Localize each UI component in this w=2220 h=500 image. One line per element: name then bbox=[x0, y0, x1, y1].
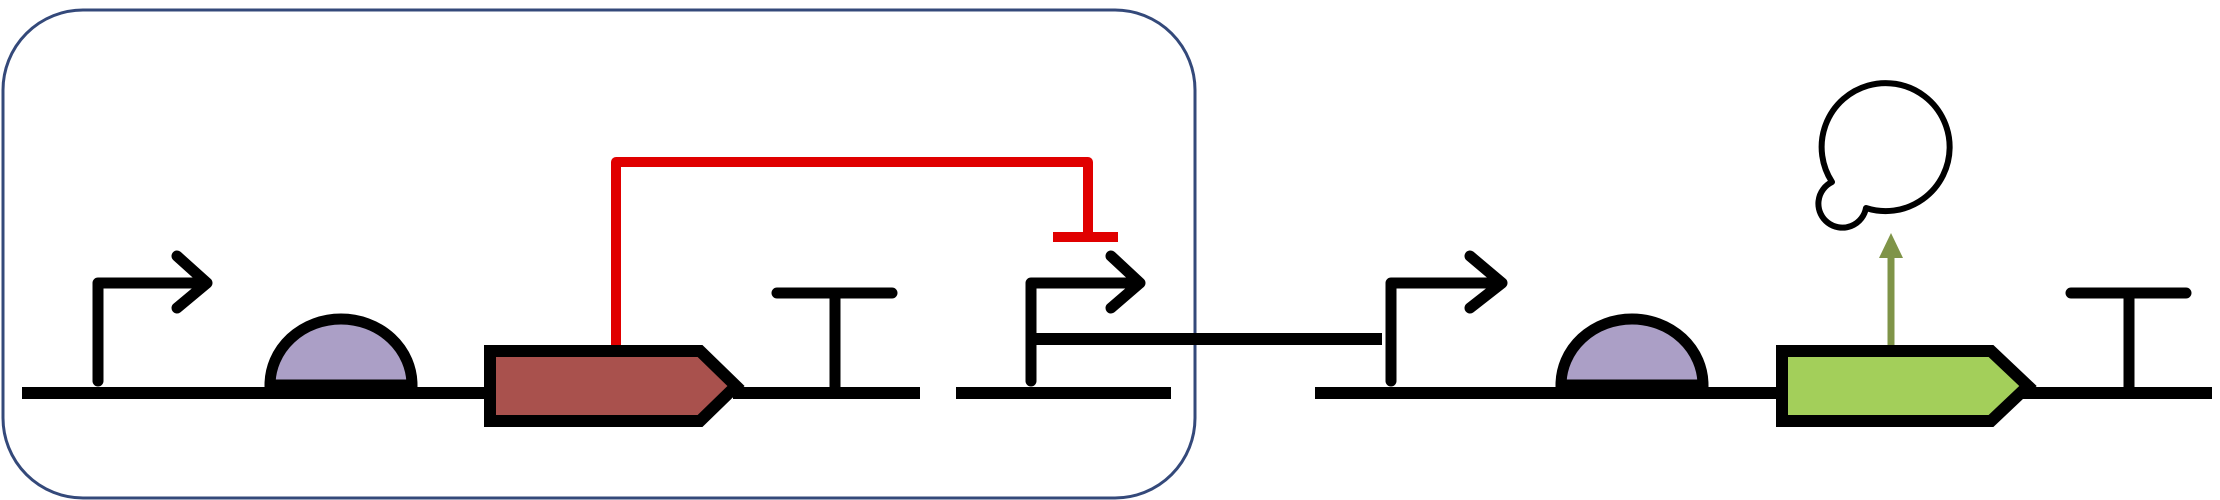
rbs-icon bbox=[264, 313, 418, 391]
cds-icon bbox=[1776, 345, 2037, 427]
output-arrow-icon bbox=[1879, 233, 1903, 345]
dna-backbone-left bbox=[22, 387, 920, 399]
module-box bbox=[1, 8, 1197, 500]
terminator-icon bbox=[771, 287, 898, 393]
dna-backbone-middle bbox=[956, 387, 1171, 399]
repression-arc bbox=[611, 157, 1093, 345]
promoter-icon bbox=[1025, 250, 1146, 387]
rbs-icon bbox=[1555, 313, 1709, 391]
terminator-icon bbox=[2065, 287, 2192, 393]
degradation-icon bbox=[1815, 80, 1953, 231]
promoter-icon bbox=[92, 250, 213, 387]
promoter-icon bbox=[1385, 250, 1508, 387]
dna-backbone-right bbox=[1315, 387, 2212, 399]
cds-icon bbox=[484, 345, 745, 427]
